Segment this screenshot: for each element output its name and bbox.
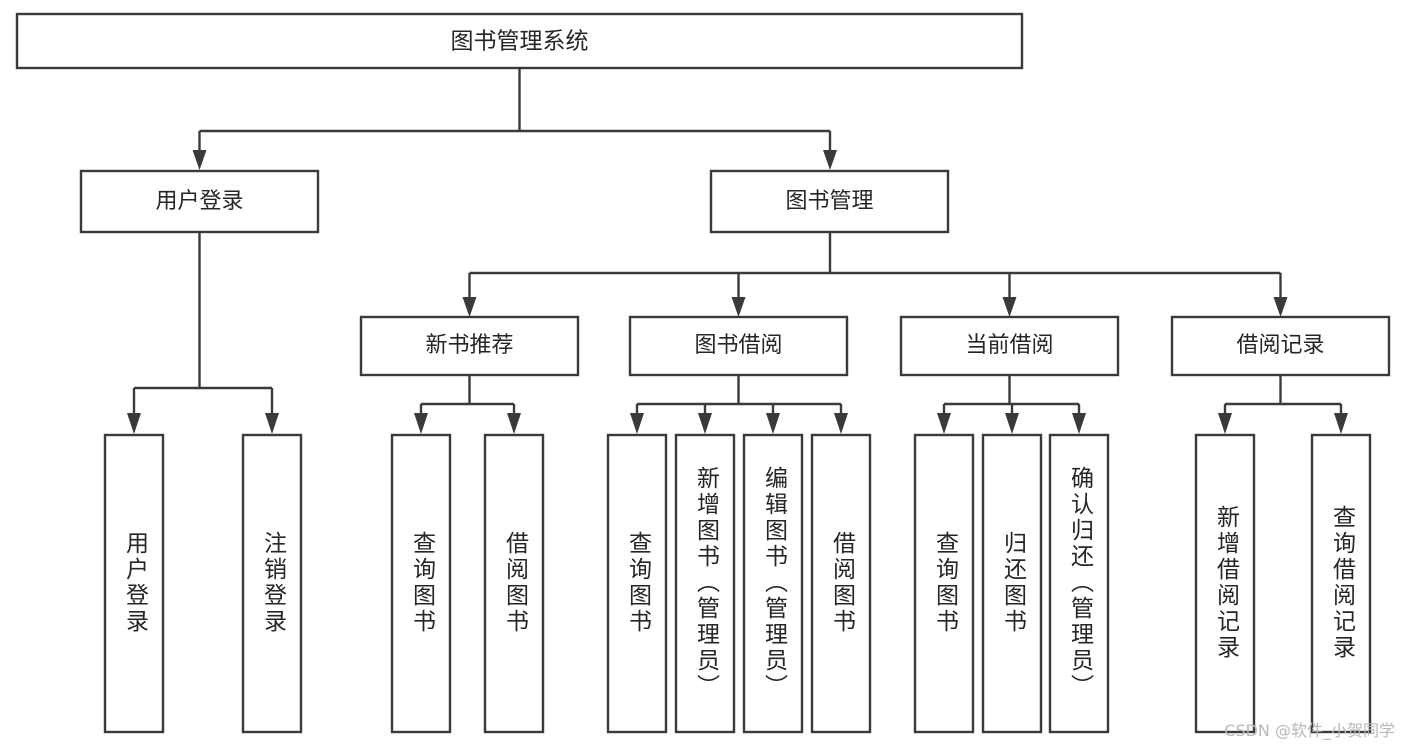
node-book-borrow-box[interactable] (628, 315, 849, 377)
arrow-borrow-leaf-4 (834, 413, 848, 434)
arrow-borrow-leaf-3 (766, 413, 780, 434)
leaf-query-book-borrow[interactable]: 查询图书 (606, 433, 668, 734)
node-new-book-recommend-box[interactable] (359, 315, 580, 377)
leaf-edit-book-admin[interactable]: 编辑图书（管理员） (742, 433, 804, 734)
leaf-query-book-recommend[interactable]: 查询图书 (390, 433, 452, 734)
csdn-watermark: CSDN @软件_小贺同学 (1224, 721, 1395, 740)
node-root-system-box[interactable] (15, 12, 1024, 70)
arrow-bookmgmt-to-current (1002, 297, 1017, 317)
arrow-current-leaf-2 (1005, 413, 1019, 434)
leaf-query-borrow-record-label: 查询借阅记录 (1329, 505, 1357, 661)
leaf-query-borrow-record[interactable]: 查询借阅记录 (1310, 433, 1372, 734)
arrow-borrow-leaf-1 (630, 413, 644, 434)
node-user-login-box[interactable] (79, 169, 320, 234)
leaf-add-borrow-record-box[interactable] (1194, 433, 1256, 734)
leaf-return-book-label: 归还图书 (1000, 531, 1028, 635)
leaf-logout-label: 注销登录 (260, 531, 288, 635)
connector-layer (127, 68, 1348, 434)
leaf-borrow-book-recommend-label: 借阅图书 (502, 531, 530, 635)
node-root-system[interactable]: 图书管理系统 (15, 12, 1024, 70)
arrow-root-to-user-login (192, 150, 207, 170)
arrow-newbook-leaf-2 (507, 413, 521, 434)
leaf-query-book-recommend-box[interactable] (390, 433, 452, 734)
leaf-edit-book-admin-box[interactable] (742, 433, 804, 734)
leaf-confirm-return-admin-box[interactable] (1048, 433, 1110, 734)
arrow-current-leaf-1 (937, 413, 951, 434)
leaf-return-book[interactable]: 归还图书 (981, 433, 1043, 734)
node-user-login[interactable]: 用户登录 (79, 169, 320, 234)
leaf-user-login-box[interactable] (103, 433, 165, 734)
node-book-borrow[interactable]: 图书借阅 (628, 315, 849, 377)
leaf-borrow-book-label: 借阅图书 (829, 531, 857, 635)
leaf-logout[interactable]: 注销登录 (241, 433, 303, 734)
node-current-borrow-box[interactable] (899, 315, 1120, 377)
leaf-query-book-borrow-label: 查询图书 (625, 531, 653, 635)
arrow-record-leaf-1 (1218, 413, 1232, 434)
arrow-bookmgmt-to-newbook (462, 297, 477, 317)
arrow-bookmgmt-to-record (1273, 297, 1288, 317)
arrow-userlogin-leaf-1 (127, 413, 141, 434)
arrow-root-to-book-mgmt (823, 150, 837, 170)
node-borrow-record-label: 借阅记录 (1236, 333, 1324, 358)
node-current-borrow-label: 当前借阅 (965, 333, 1053, 358)
node-user-login-label: 用户登录 (155, 189, 243, 214)
node-book-management-label: 图书管理 (785, 189, 873, 214)
leaf-edit-book-admin-label: 编辑图书（管理员） (761, 466, 789, 700)
node-book-management[interactable]: 图书管理 (709, 169, 950, 234)
leaf-borrow-book-recommend[interactable]: 借阅图书 (483, 433, 545, 734)
leaf-borrow-book-recommend-box[interactable] (483, 433, 545, 734)
arrow-borrow-leaf-2 (698, 413, 712, 434)
leaf-add-book-admin-label: 新增图书（管理员） (693, 466, 721, 700)
arrow-newbook-leaf-1 (414, 413, 428, 434)
arrow-current-leaf-3 (1072, 413, 1086, 434)
node-root-system-label: 图书管理系统 (451, 29, 589, 55)
leaf-query-book-recommend-label: 查询图书 (409, 531, 437, 635)
node-book-management-box[interactable] (709, 169, 950, 234)
leaf-borrow-book[interactable]: 借阅图书 (810, 433, 872, 734)
node-borrow-record-box[interactable] (1170, 315, 1391, 377)
leaf-query-borrow-record-box[interactable] (1310, 433, 1372, 734)
leaf-user-login-label: 用户登录 (122, 531, 150, 635)
arrow-record-leaf-2 (1334, 413, 1348, 434)
leaf-query-book-current-box[interactable] (913, 433, 975, 734)
node-new-book-recommend-label: 新书推荐 (425, 333, 513, 358)
leaf-query-book-current-label: 查询图书 (932, 531, 960, 635)
node-current-borrow[interactable]: 当前借阅 (899, 315, 1120, 377)
arrow-userlogin-leaf-2 (265, 413, 279, 434)
leaf-borrow-book-box[interactable] (810, 433, 872, 734)
leaf-add-borrow-record[interactable]: 新增借阅记录 (1194, 433, 1256, 734)
leaf-confirm-return-admin-label: 确认归还（管理员） (1067, 466, 1095, 700)
leaf-user-login[interactable]: 用户登录 (103, 433, 165, 734)
leaf-query-book-current[interactable]: 查询图书 (913, 433, 975, 734)
leaf-add-borrow-record-label: 新增借阅记录 (1213, 505, 1241, 661)
leaf-add-book-admin[interactable]: 新增图书（管理员） (674, 433, 736, 734)
leaf-add-book-admin-box[interactable] (674, 433, 736, 734)
node-borrow-record[interactable]: 借阅记录 (1170, 315, 1391, 377)
node-book-borrow-label: 图书借阅 (694, 333, 782, 358)
leaf-return-book-box[interactable] (981, 433, 1043, 734)
leaf-confirm-return-admin[interactable]: 确认归还（管理员） (1048, 433, 1110, 734)
node-new-book-recommend[interactable]: 新书推荐 (359, 315, 580, 377)
arrow-bookmgmt-to-borrow (731, 297, 746, 317)
leaf-query-book-borrow-box[interactable] (606, 433, 668, 734)
leaf-logout-box[interactable] (241, 433, 303, 734)
